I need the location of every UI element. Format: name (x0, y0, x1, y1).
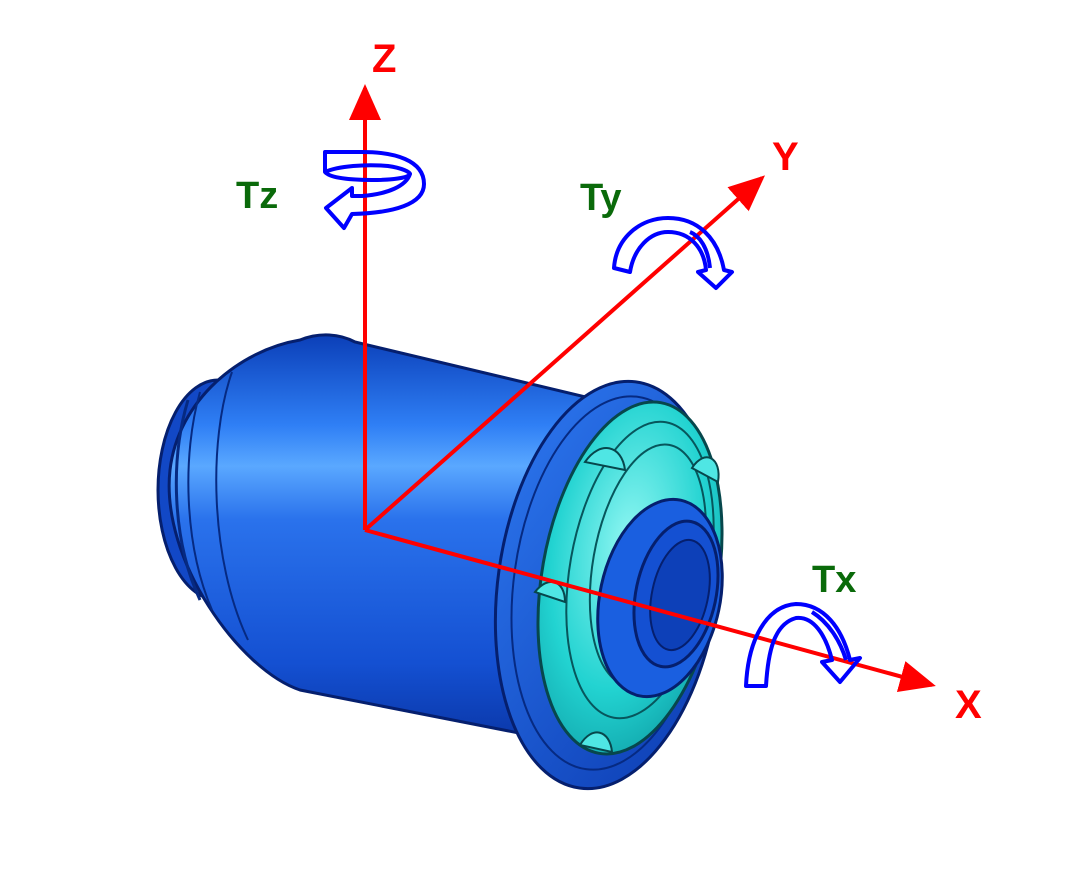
tx-rotation-arrow-icon (744, 602, 862, 688)
x-axis (364, 528, 936, 692)
tx-label: Tx (812, 559, 856, 601)
ty-rotation-arrow-icon (612, 216, 734, 290)
tz-label: Tz (236, 175, 278, 217)
ty-label: Ty (580, 177, 622, 219)
y-axis-label: Y (772, 135, 799, 179)
z-axis-label: Z (372, 37, 396, 81)
bushing-part (156, 333, 724, 791)
x-axis-label: X (955, 683, 982, 727)
tz-rotation-arrow-icon (323, 150, 426, 230)
outer-sleeve (167, 333, 592, 747)
